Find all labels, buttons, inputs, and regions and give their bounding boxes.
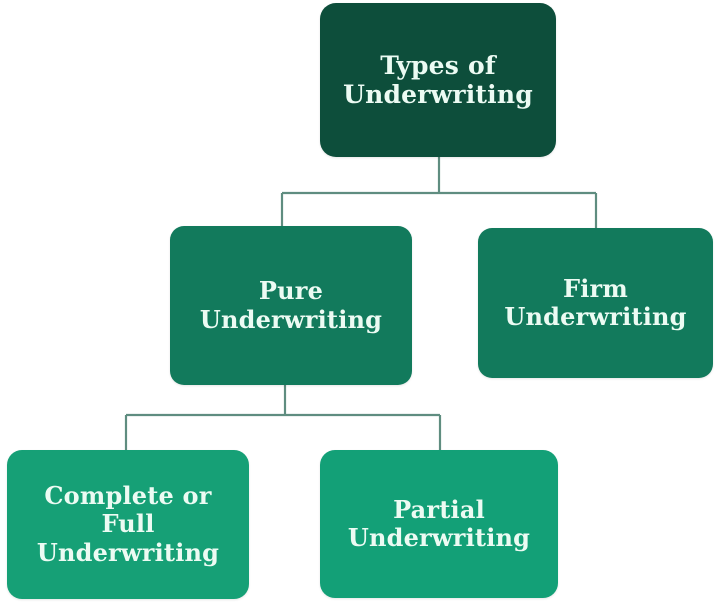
node-partial-underwriting[interactable]: Partial Underwriting	[320, 450, 558, 598]
node-complete-or-full-underwriting[interactable]: Complete or Full Underwriting	[7, 450, 249, 599]
node-pure-underwriting[interactable]: Pure Underwriting	[170, 226, 412, 385]
node-root-label: Types of Underwriting	[343, 50, 533, 110]
node-firm-label: Firm Underwriting	[504, 273, 687, 331]
node-types-of-underwriting[interactable]: Types of Underwriting	[320, 3, 556, 157]
node-firm-underwriting[interactable]: Firm Underwriting	[478, 228, 713, 378]
node-pure-label: Pure Underwriting	[199, 276, 383, 334]
node-complete-label: Complete or Full Underwriting	[36, 481, 220, 567]
node-partial-label: Partial Underwriting	[347, 494, 531, 552]
